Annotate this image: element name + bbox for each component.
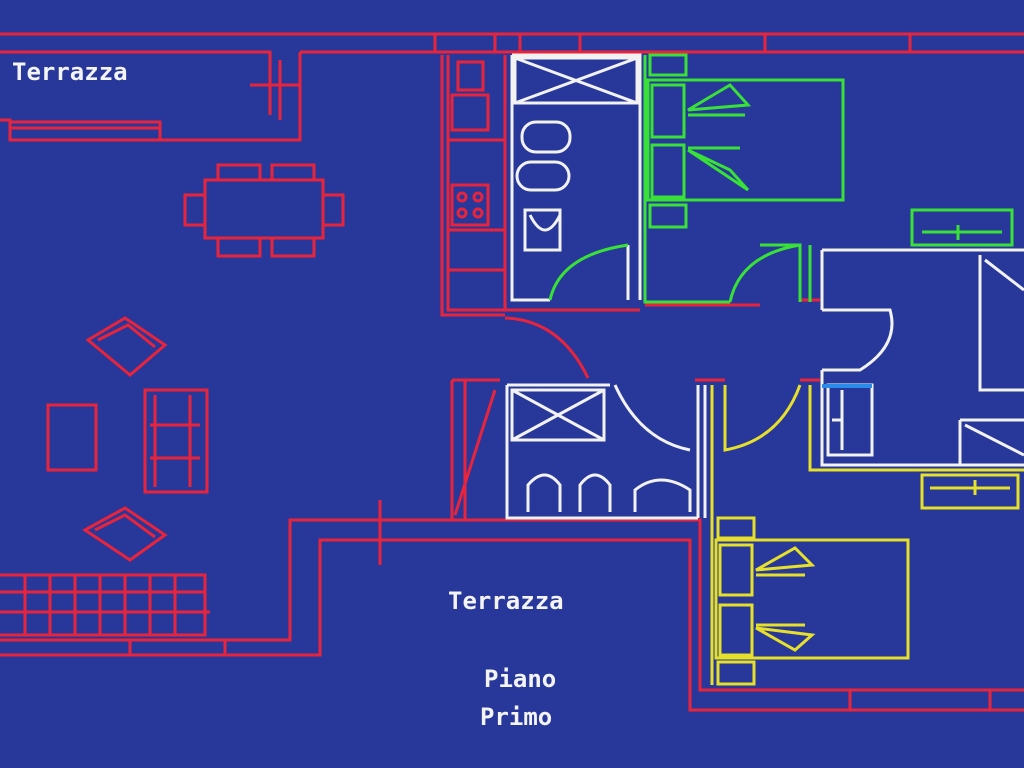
bathroom-1 [510, 53, 642, 302]
bedroom-yellow [710, 384, 1024, 686]
living-room-furniture [0, 316, 210, 637]
bathroom-3 [820, 248, 1024, 467]
exterior-walls [0, 32, 1024, 712]
bedroom-green [643, 53, 1014, 304]
floor-label-line1: Piano [484, 665, 556, 693]
floor-label-line2: Primo [480, 703, 552, 731]
dining-table [183, 163, 345, 258]
terrace-top-label: Terrazza [12, 58, 128, 86]
bathroom-2 [505, 383, 707, 520]
kitchen-counter [440, 55, 507, 317]
terrace-bottom-label: Terrazza [448, 587, 564, 615]
